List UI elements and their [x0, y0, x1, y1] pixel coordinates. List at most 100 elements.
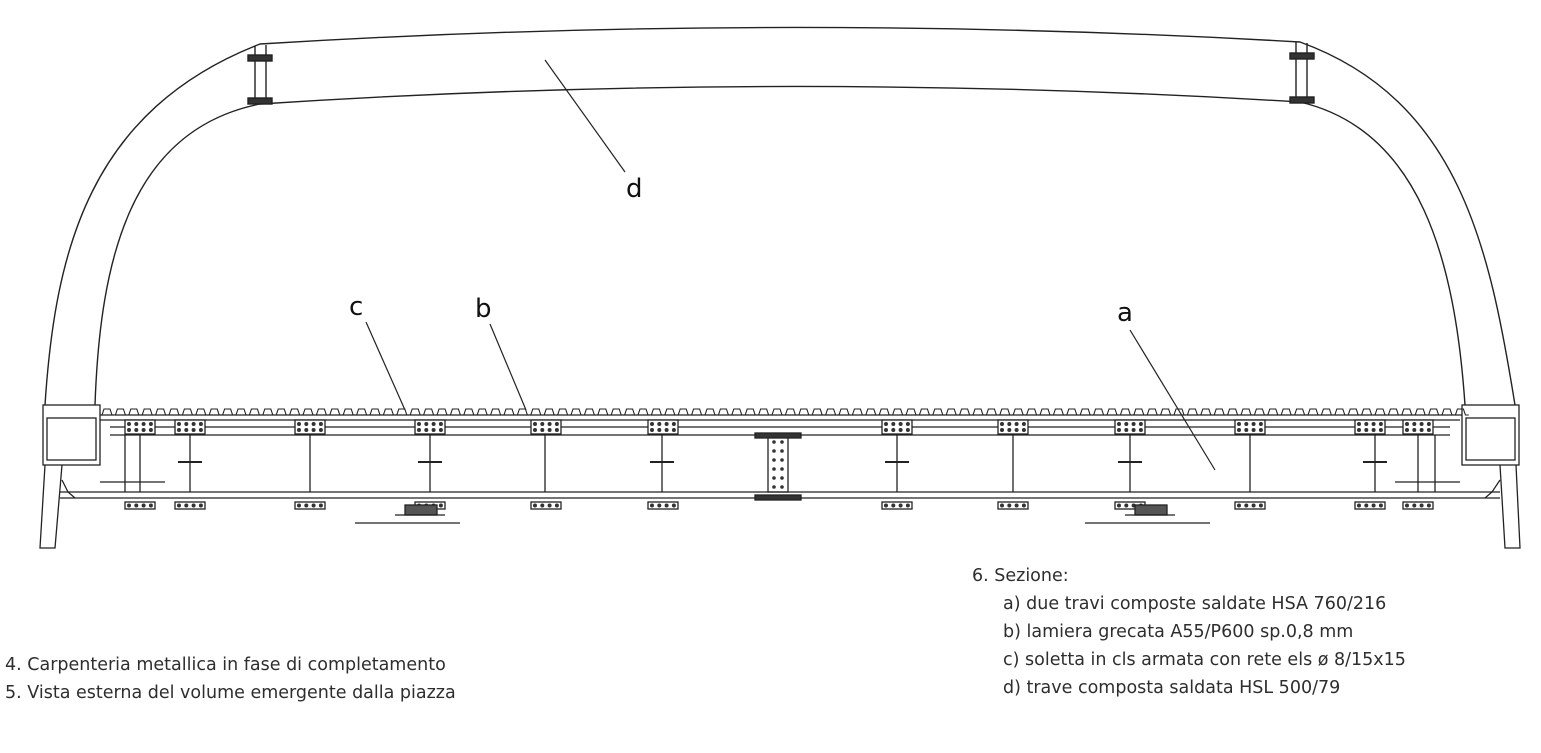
- leader-c: [365, 321, 406, 411]
- top-bolt-plate: [1114, 419, 1146, 435]
- bolt: [1357, 428, 1361, 432]
- top-bolt-plate: [124, 419, 156, 435]
- bolt: [1357, 422, 1361, 426]
- bolt: [1007, 422, 1012, 426]
- bolt: [657, 428, 662, 432]
- bolt: [1426, 503, 1431, 508]
- bolt: [1000, 428, 1004, 432]
- bolt: [134, 422, 139, 426]
- bolt: [431, 428, 436, 432]
- captions-left: 4. Carpenteria metallica in fase di comp…: [5, 651, 456, 707]
- bolt: [554, 503, 559, 508]
- section-title: 6. Sezione:: [972, 566, 1069, 586]
- top-bolt-plate: [1354, 419, 1386, 435]
- bolt: [540, 428, 545, 432]
- splice-bolt: [772, 476, 776, 480]
- bolt: [304, 503, 309, 508]
- bolt: [177, 422, 181, 426]
- bolt: [1378, 428, 1383, 432]
- bolt: [127, 422, 131, 426]
- bolt: [671, 503, 676, 508]
- bolt: [311, 428, 316, 432]
- bolt: [1378, 422, 1383, 426]
- central-splice-plate: [767, 434, 789, 493]
- top-bolt-plate: [881, 419, 913, 435]
- bolt: [1251, 422, 1256, 426]
- bolt: [1124, 503, 1129, 508]
- bolt: [1378, 503, 1383, 508]
- bolt: [1014, 422, 1019, 426]
- splice-bolt: [780, 485, 784, 489]
- bolt: [1364, 422, 1369, 426]
- bolt: [438, 428, 443, 432]
- splice-bolt: [780, 458, 784, 462]
- bolt: [297, 428, 301, 432]
- bolt: [1371, 503, 1376, 508]
- bolt: [311, 503, 316, 508]
- bolt: [304, 422, 309, 426]
- bolt: [1117, 422, 1121, 426]
- bolt: [664, 503, 669, 508]
- label-a: a: [1117, 298, 1133, 328]
- left-leg: [39, 464, 63, 549]
- bolt: [1364, 503, 1369, 508]
- section-item-d: d) trave composta saldata HSL 500/79: [1003, 678, 1341, 698]
- splice-bolt: [780, 476, 784, 480]
- bolt: [905, 422, 910, 426]
- bolt: [134, 503, 139, 508]
- top-bolt-plate: [414, 419, 446, 435]
- caption-4: 4. Carpenteria metallica in fase di comp…: [5, 655, 446, 675]
- right-leg: [1499, 464, 1521, 549]
- leader-lines: [365, 59, 1216, 471]
- bolt: [318, 422, 323, 426]
- bolt: [1405, 503, 1409, 508]
- top-bolt-plate: [294, 419, 326, 435]
- bolt: [1364, 428, 1369, 432]
- bolt: [1124, 422, 1129, 426]
- bolt: [1117, 503, 1121, 508]
- section-legend: 6. Sezione: a) due travi composte saldat…: [972, 562, 1406, 702]
- top-bolt-plate: [997, 419, 1029, 435]
- label-d: d: [626, 174, 643, 204]
- bolt: [424, 422, 429, 426]
- bolt: [311, 422, 316, 426]
- bolt: [1357, 503, 1361, 508]
- bolt: [191, 422, 196, 426]
- bottom-bolt-plate: [1402, 501, 1434, 510]
- bolt: [891, 428, 896, 432]
- bolt: [318, 503, 323, 508]
- bolt: [141, 503, 146, 508]
- bolt: [1426, 422, 1431, 426]
- top-bolt-plate: [530, 419, 562, 435]
- bolt: [905, 428, 910, 432]
- leader-a: [1129, 329, 1216, 471]
- bolt: [650, 428, 654, 432]
- bolt: [664, 428, 669, 432]
- bolt: [657, 422, 662, 426]
- bolt: [1237, 503, 1241, 508]
- bolt: [1021, 428, 1026, 432]
- bearing-right: [1085, 504, 1210, 524]
- bolt: [540, 503, 545, 508]
- bolt: [1258, 428, 1263, 432]
- bolt: [141, 428, 146, 432]
- bolt: [424, 428, 429, 432]
- top-bolt-plate: [1234, 419, 1266, 435]
- bolt: [297, 422, 301, 426]
- bottom-bolt-plate: [1234, 501, 1266, 510]
- bolt: [657, 503, 662, 508]
- bolt: [191, 428, 196, 432]
- bolt: [1412, 428, 1417, 432]
- bolt: [1237, 422, 1241, 426]
- bolted-plates: [124, 419, 1434, 510]
- bolt: [533, 503, 537, 508]
- bolt: [198, 422, 203, 426]
- bolt: [1021, 422, 1026, 426]
- bolt: [127, 428, 131, 432]
- bolt: [1412, 503, 1417, 508]
- label-c: c: [349, 292, 364, 322]
- caption-5: 5. Vista esterna del volume emergente da…: [5, 683, 456, 703]
- bolt: [141, 422, 146, 426]
- bolt: [1138, 428, 1143, 432]
- bolt: [1419, 503, 1424, 508]
